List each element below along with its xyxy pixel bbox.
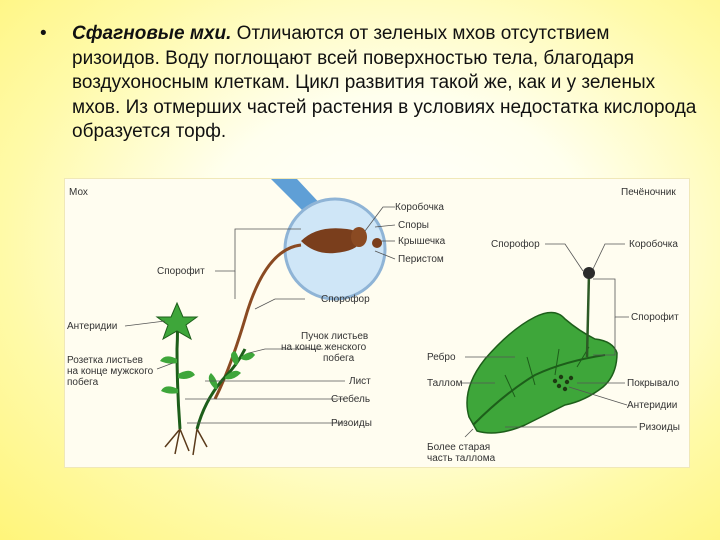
moss-title: Мох [69,187,88,198]
label-older-2: часть таллома [427,453,496,464]
label-liverwort-sporophore: Спорофор [491,238,540,250]
label-antheridia: Антеридии [67,321,117,332]
moss-liverwort-figure: Мох [64,178,690,468]
male-rosette [155,301,199,341]
capsule-spore-dot [372,238,382,248]
moss-rhizoids [164,428,208,456]
label-peristome: Перистом [398,254,444,265]
label-rhizoids: Ризоиды [331,418,372,429]
diagram-svg: Мох [67,179,680,464]
label-rib: Ребро [427,351,456,363]
moss-leaf [225,370,241,380]
liverwort-title: Печёночник [621,187,676,198]
paragraph: Сфагновые мхи. Отличаются от зеленых мхо… [72,22,700,145]
label-liverwort-rhizoids: Ризоиды [639,422,680,433]
label-rosette-3: побега [67,376,99,388]
paragraph-body: Отличаются от зеленых мхов отсутствием р… [72,23,697,142]
label-sporophore: Спорофор [321,293,370,305]
label-liverwort-capsule: Коробочка [629,238,678,250]
label-cover: Покрывало [627,378,680,389]
label-lid: Крышечка [398,236,446,247]
label-spores: Споры [398,220,429,231]
label-liverwort-sporophyte: Спорофит [631,311,679,323]
label-tuft-1: Пучок листьев [301,331,368,342]
label-liverwort-antheridia: Антеридии [627,400,677,411]
capsule-shape [301,228,362,254]
antheridia-dots [552,374,574,392]
moss-leader-lines [124,206,396,424]
term-heading: Сфагновые мхи. [72,23,232,44]
liverwort-leader-lines [461,243,637,438]
label-leaf: Лист [349,376,371,387]
label-tuft-2: на конце женского [281,342,367,353]
capsule-lid [351,227,367,247]
thallus-veins [504,346,590,398]
moss-leaf [178,370,195,379]
moss-leaf [241,352,255,361]
label-tuft-3: побега [323,352,355,364]
label-stem: Стебель [331,393,370,405]
slide-text: • Сфагновые мхи. Отличаются от зеленых м… [40,22,700,145]
moss-leaf [160,356,177,364]
liverwort-sporophore [585,272,591,358]
moss-leaf [231,351,239,365]
moss-leaf [161,386,178,394]
bullet: • [40,23,47,44]
label-rosette-1: Розетка листьев [67,355,143,366]
label-thallus: Таллом [427,378,463,389]
label-older-1: Более старая [427,442,490,453]
label-sporophyte: Спорофит [157,265,205,277]
label-rosette-2: на конце мужского [67,366,154,377]
label-capsule: Коробочка [395,201,444,213]
liverwort-capsule [583,267,595,279]
